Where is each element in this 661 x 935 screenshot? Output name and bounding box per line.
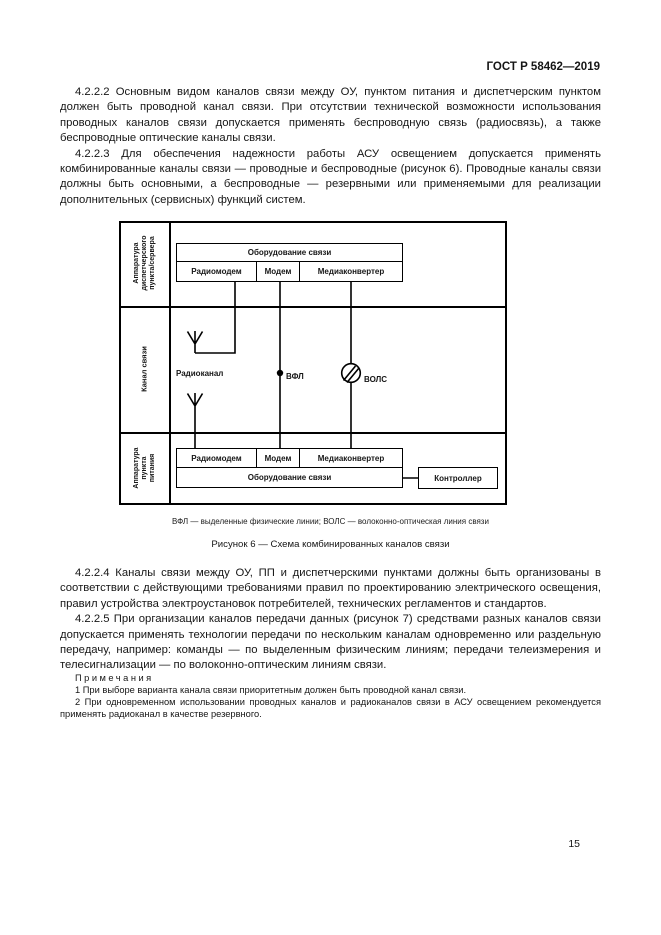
body-text-bottom: 4.2.2.4 Каналы связи между ОУ, ПП и дисп… [60,566,601,674]
box-media-converter-top: Медиаконвертер [299,260,403,282]
label-radio-channel: Радиоканал [176,369,224,378]
box-controller: Контроллер [418,467,498,489]
doc-number: ГОСТ Р 58462—2019 [486,61,600,73]
box-modem-top: Модем [255,260,301,282]
vols-symbol-icon [340,362,362,384]
row-label-communication-channel: Канал связи [139,346,149,392]
antenna-icon [186,393,204,448]
paragraph-4225: 4.2.2.5 При организации каналов передачи… [60,613,601,672]
page-number: 15 [568,838,580,850]
note-item-1: 1 При выборе варианта канала связи приор… [75,685,467,696]
note-item-2: 2 При одновременном использовании провод… [60,697,601,720]
label-vols: ВОЛС [364,375,387,384]
radio-link-line [195,282,236,354]
vfl-node-dot [276,369,284,377]
notes-section: Примечания 1 При выборе варианта канала … [60,672,601,720]
notes-heading: Примечания [75,673,154,683]
label-vfl: ВФЛ [286,372,304,381]
diagram-row-divider-top [119,306,507,309]
figure-legend: ВФЛ — выделенные физические линии; ВОЛС … [172,517,489,526]
paragraph-4224: 4.2.2.4 Каналы связи между ОУ, ПП и дисп… [60,567,601,610]
antenna-icon [186,331,204,353]
box-modem-bottom: Модем [255,448,301,469]
box-equipment-top: Оборудование связи [176,243,403,262]
paragraph-4222: 4.2.2.2 Основным видом каналов связи меж… [60,86,601,145]
diagram-outer-frame [119,221,507,505]
paragraph-4223: 4.2.2.3 Для обеспечения надежности работ… [60,147,601,206]
body-text-top: 4.2.2.2 Основным видом каналов связи меж… [60,85,601,208]
box-media-converter-bottom: Медиаконвертер [299,448,403,469]
diagram-connector-lines [186,282,421,479]
diagram-row-divider-bottom [119,432,507,435]
row-label-power-point-equipment: Аппаратура пункта питания [132,447,157,489]
box-radio-modem-bottom: Радиомодем [176,448,257,469]
figure-6-diagram: Аппаратура диспетчерского пункта/сервера… [119,221,507,505]
figure-title: Рисунок 6 — Схема комбинированных канало… [211,539,450,550]
box-equipment-bottom: Оборудование связи [176,467,403,488]
diagram-label-column-divider [169,221,172,505]
row-label-dispatcher-equipment: Аппаратура диспетчерского пункта/сервера [132,235,157,291]
box-radio-modem-top: Радиомодем [176,260,257,282]
